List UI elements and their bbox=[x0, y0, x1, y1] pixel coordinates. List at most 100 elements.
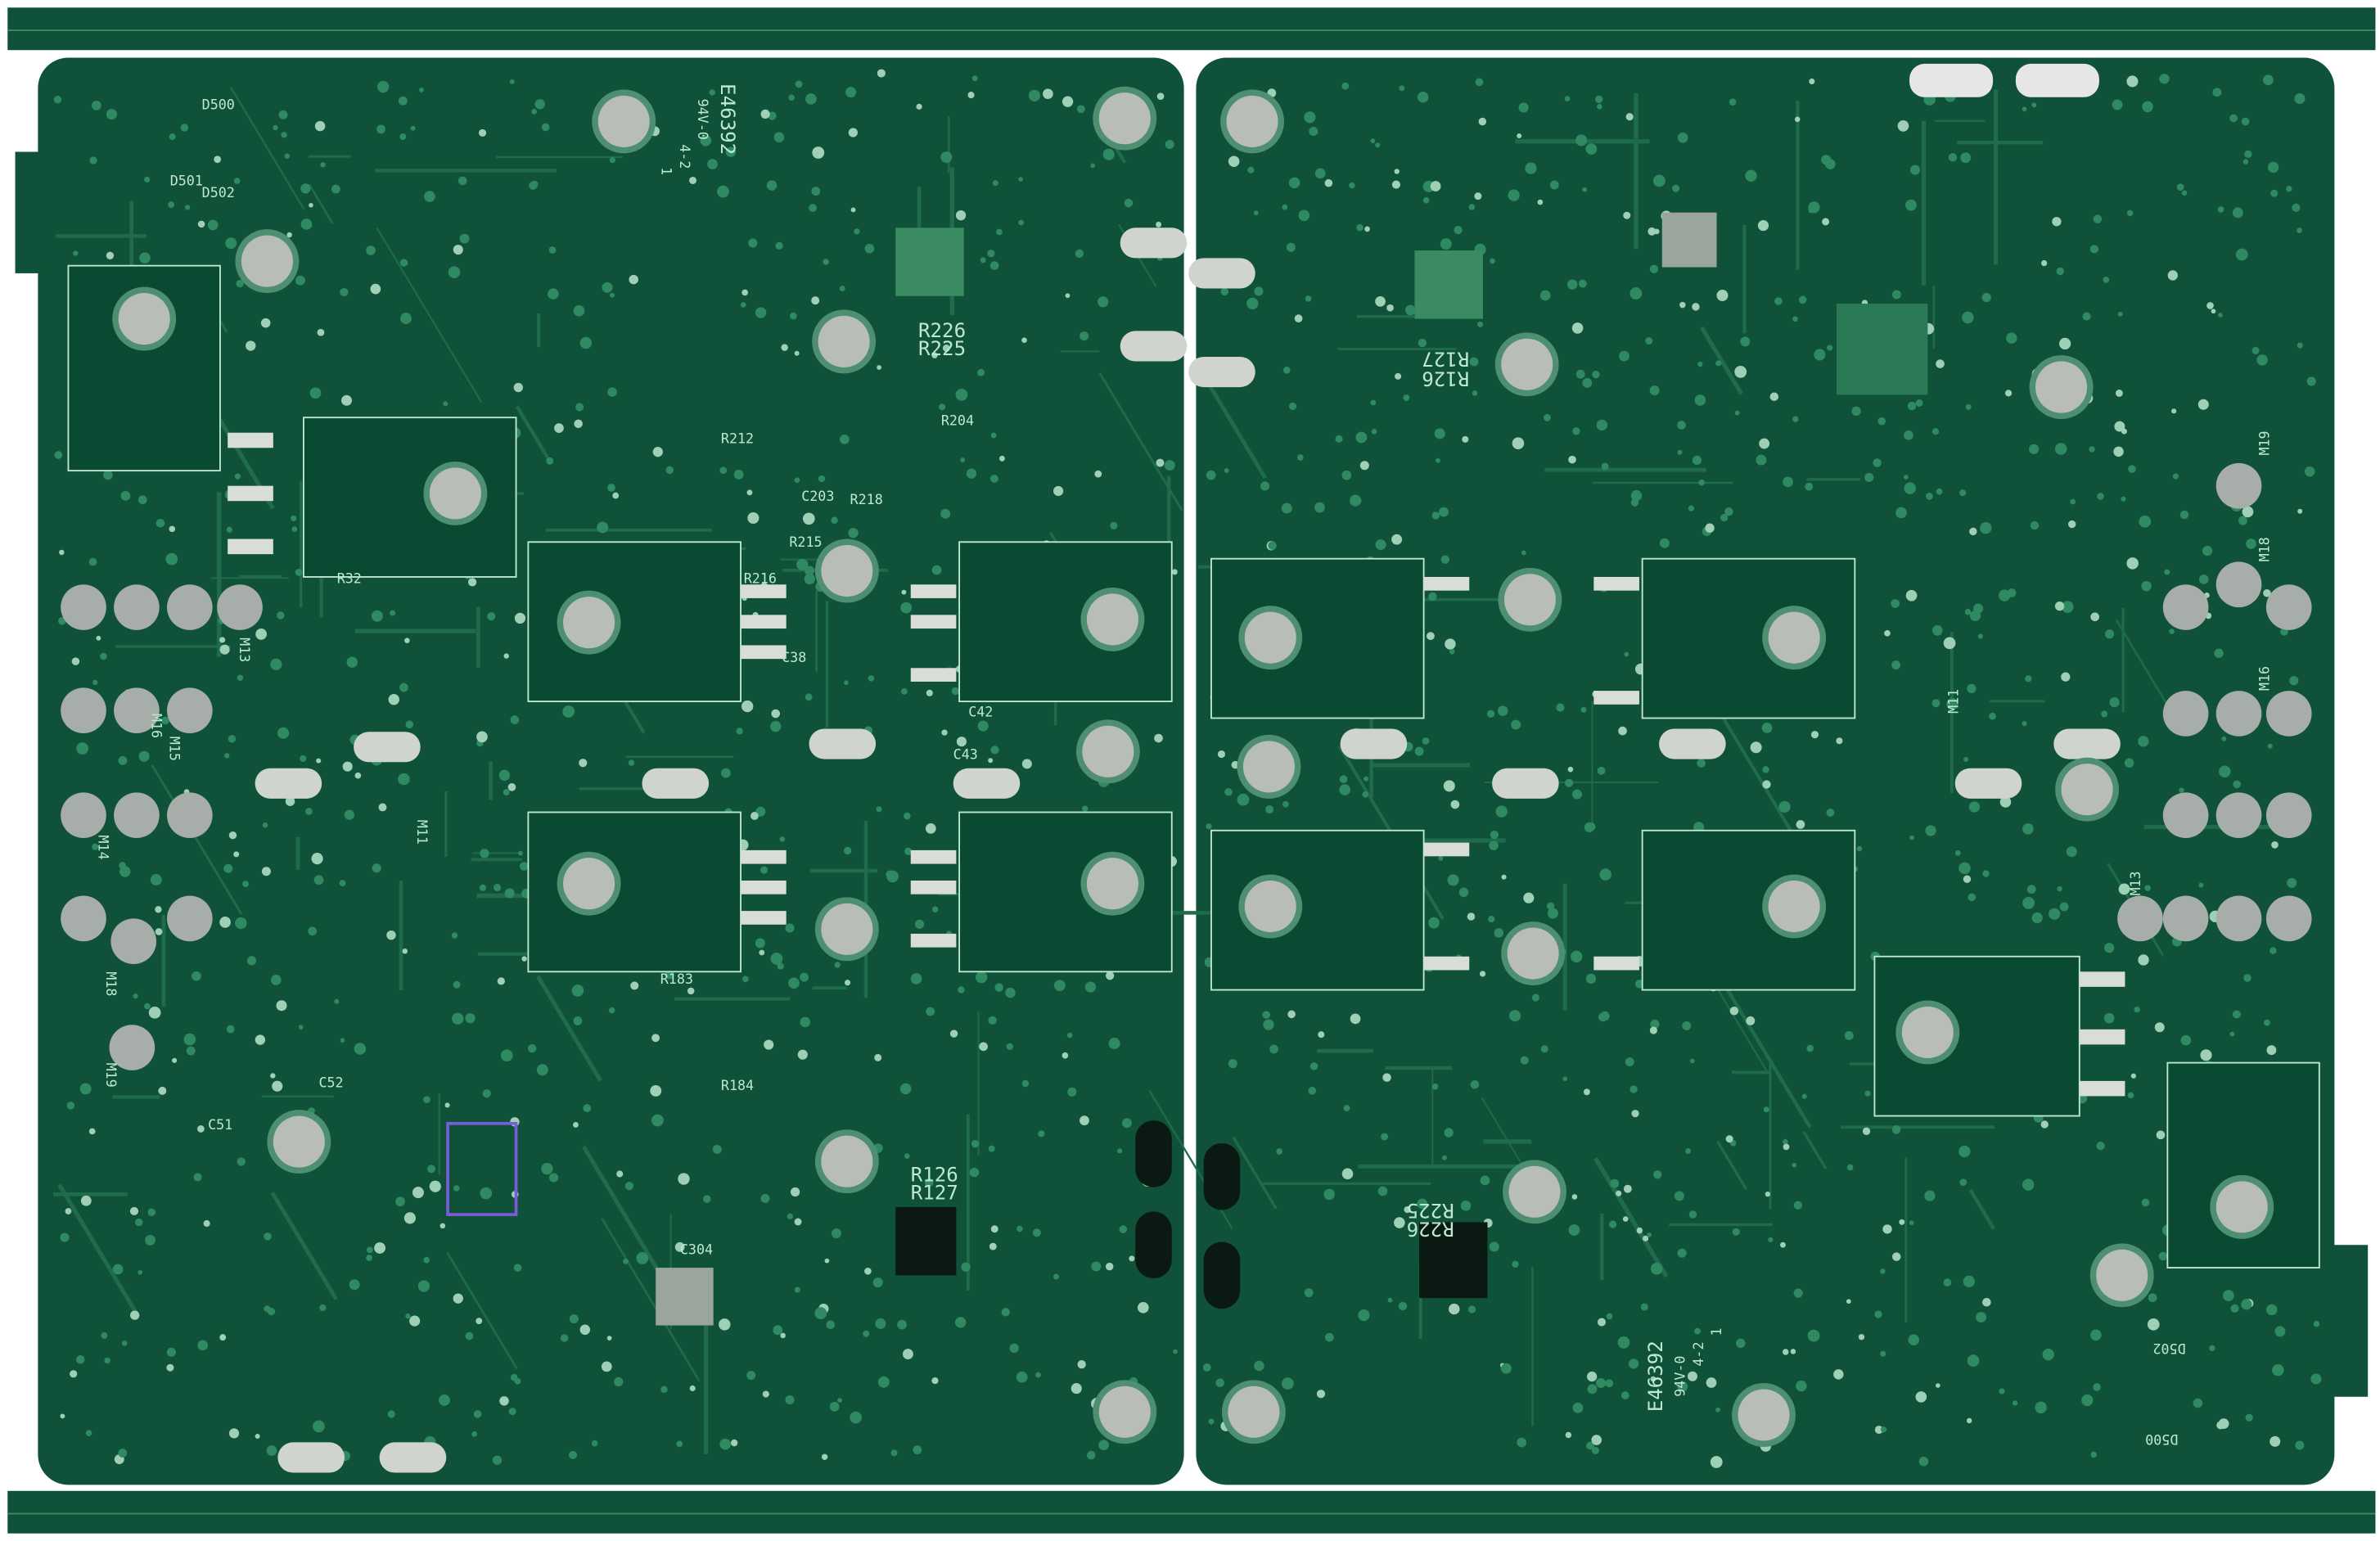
via bbox=[2093, 1383, 2101, 1391]
via bbox=[1474, 192, 1482, 201]
via bbox=[1705, 523, 1715, 533]
via bbox=[138, 750, 150, 762]
via bbox=[1086, 1450, 1096, 1460]
via bbox=[1314, 168, 1326, 179]
via bbox=[1467, 912, 1476, 921]
via bbox=[573, 304, 585, 317]
via bbox=[281, 132, 287, 138]
via bbox=[742, 976, 749, 983]
via bbox=[2202, 545, 2213, 556]
silkscreen-label: R215 bbox=[789, 534, 822, 550]
via bbox=[2176, 183, 2184, 191]
silkscreen-label: M14 bbox=[96, 835, 111, 859]
via bbox=[768, 111, 777, 120]
via bbox=[2169, 629, 2175, 634]
via bbox=[2217, 206, 2224, 213]
via bbox=[2256, 354, 2268, 366]
via bbox=[2158, 1251, 2168, 1261]
via bbox=[2180, 1034, 2192, 1046]
via bbox=[1575, 134, 1588, 146]
via bbox=[548, 288, 559, 300]
via bbox=[1021, 337, 1027, 343]
via bbox=[88, 1128, 96, 1135]
via bbox=[1228, 155, 1240, 167]
via bbox=[423, 1096, 430, 1104]
via bbox=[1304, 1288, 1314, 1298]
via bbox=[237, 1157, 246, 1166]
mounting-hole bbox=[563, 597, 615, 649]
via bbox=[480, 1187, 493, 1200]
via bbox=[2109, 696, 2120, 708]
through-hole-pad bbox=[2265, 895, 2312, 942]
via bbox=[2006, 332, 2017, 344]
via bbox=[1965, 403, 1972, 410]
via bbox=[1053, 485, 1064, 497]
via bbox=[2061, 672, 2071, 682]
via bbox=[1298, 210, 1310, 222]
via bbox=[439, 1394, 450, 1406]
via bbox=[1316, 1390, 1326, 1399]
via bbox=[2097, 493, 2104, 500]
via bbox=[398, 96, 408, 106]
via bbox=[1836, 737, 1843, 745]
via bbox=[1597, 1318, 1607, 1327]
silkscreen-label: D502 bbox=[2152, 1340, 2185, 1356]
via bbox=[1508, 1010, 1521, 1022]
via bbox=[2212, 88, 2222, 97]
via bbox=[155, 928, 163, 935]
via bbox=[2066, 846, 2077, 858]
silkscreen-label: 4-2 bbox=[1691, 1342, 1706, 1367]
via bbox=[313, 875, 324, 885]
via bbox=[1323, 1188, 1335, 1201]
via bbox=[106, 251, 115, 259]
via bbox=[2126, 75, 2139, 88]
via bbox=[444, 1102, 450, 1108]
via bbox=[529, 181, 538, 190]
via bbox=[417, 1280, 430, 1292]
via bbox=[2270, 1435, 2281, 1447]
via bbox=[144, 176, 151, 183]
via bbox=[1571, 1194, 1578, 1200]
via bbox=[2121, 428, 2127, 435]
via bbox=[541, 1163, 553, 1175]
via bbox=[112, 1264, 124, 1275]
via bbox=[1809, 78, 1815, 85]
via bbox=[54, 451, 63, 459]
oval-pad bbox=[642, 768, 710, 799]
via bbox=[1075, 249, 1084, 259]
via bbox=[1202, 1363, 1211, 1372]
via bbox=[1478, 117, 1487, 126]
via bbox=[1428, 592, 1437, 602]
copper-trace bbox=[1481, 1097, 1526, 1170]
via bbox=[844, 846, 852, 855]
via bbox=[2297, 342, 2303, 349]
oval-pad-dark bbox=[1135, 1120, 1172, 1187]
via bbox=[797, 1049, 808, 1060]
via bbox=[1716, 290, 1729, 302]
via bbox=[1531, 994, 1539, 1002]
via bbox=[811, 296, 820, 305]
via bbox=[60, 1413, 65, 1419]
via bbox=[291, 515, 297, 522]
via bbox=[260, 318, 271, 328]
via bbox=[1583, 1088, 1590, 1096]
via bbox=[1341, 1168, 1354, 1180]
via bbox=[1873, 458, 1882, 467]
via bbox=[453, 1185, 460, 1192]
via bbox=[1282, 1377, 1294, 1390]
via bbox=[1968, 801, 1981, 813]
via bbox=[1877, 417, 1886, 426]
via bbox=[300, 755, 307, 762]
via bbox=[334, 998, 340, 1004]
via bbox=[770, 720, 782, 732]
via bbox=[788, 977, 800, 989]
via bbox=[1501, 874, 1507, 880]
via bbox=[2266, 1304, 2278, 1316]
via bbox=[1605, 1379, 1614, 1388]
via bbox=[2130, 1073, 2137, 1079]
via bbox=[1443, 780, 1455, 792]
via bbox=[2101, 710, 2108, 718]
via bbox=[1537, 199, 1544, 205]
via bbox=[2181, 190, 2188, 196]
via bbox=[1692, 303, 1700, 311]
